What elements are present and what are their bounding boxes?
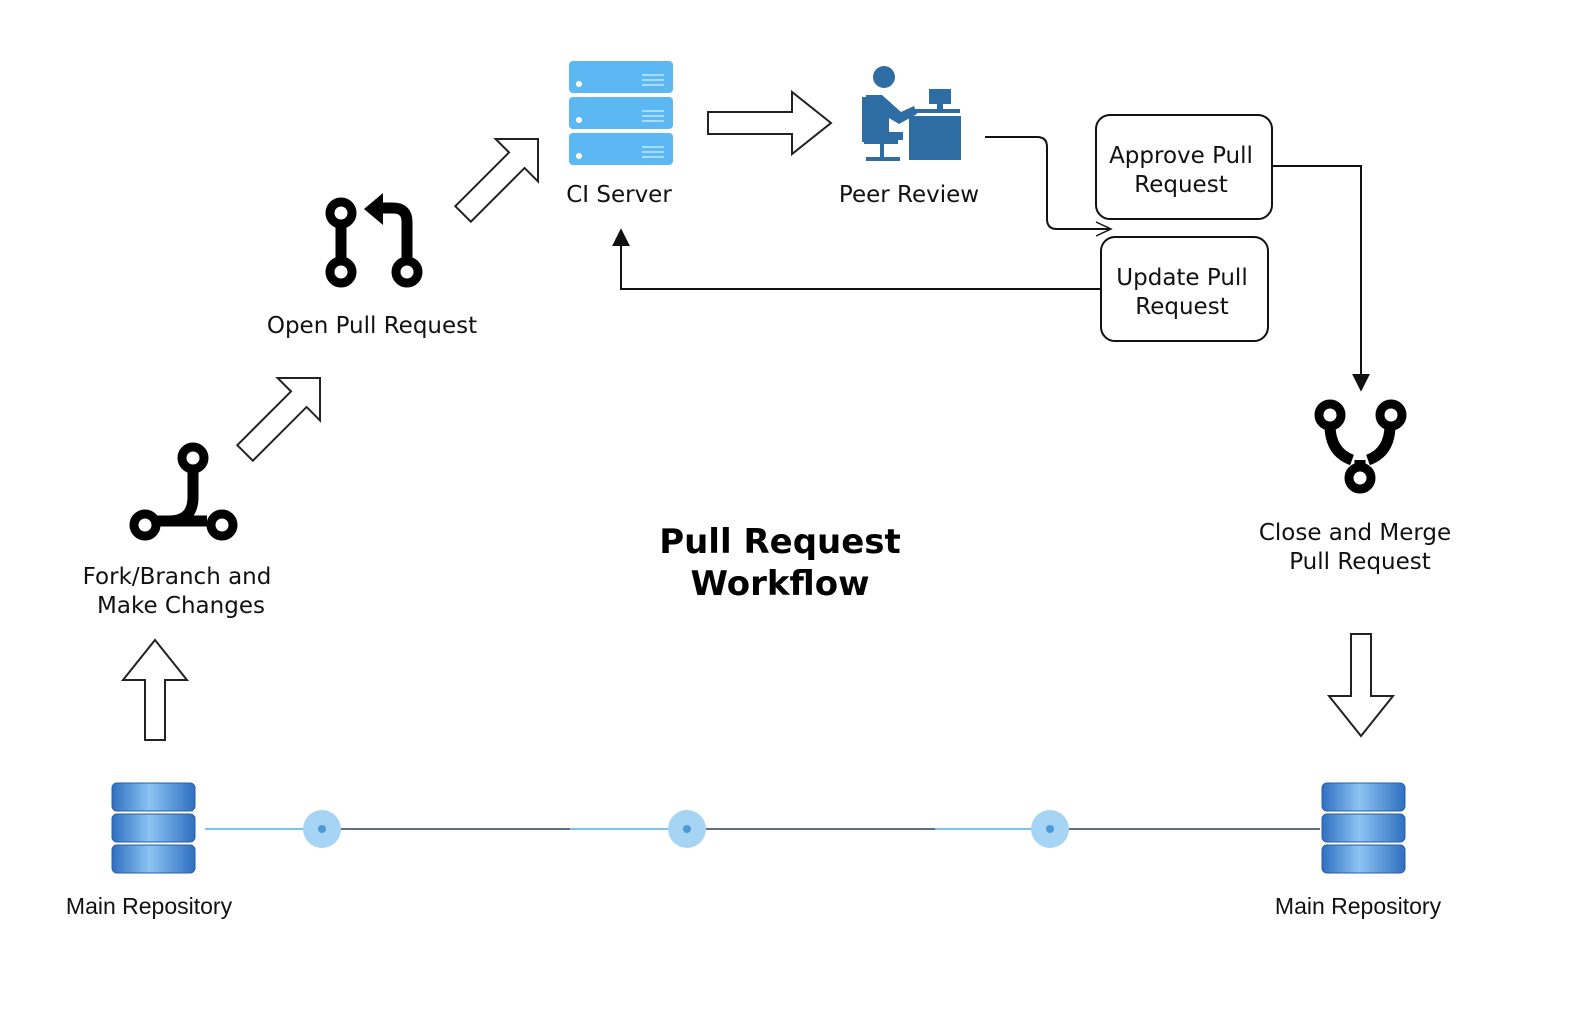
- update-pull-request-label-line-1: Update Pull: [1116, 265, 1247, 291]
- diagonal-arrow-hollow: [453, 137, 540, 224]
- git-pull-request-icon: [325, 193, 423, 288]
- approve-pull-request-box: Approve Pull Request: [1095, 114, 1273, 220]
- ci-server-label: CI Server: [566, 182, 672, 208]
- commit-dot: [668, 810, 706, 848]
- update-pull-request-box: Update Pull Request: [1100, 236, 1269, 342]
- peer-review-label: Peer Review: [839, 182, 979, 208]
- commit-timeline: [205, 810, 1320, 848]
- update-to-ci-connector: [612, 228, 1101, 290]
- right-arrow-hollow: [707, 89, 833, 157]
- main-repository-right-label: Main Repository: [1275, 893, 1442, 919]
- git-branch-icon: [129, 442, 238, 541]
- fork-branch-node: Fork/Branch and Make Changes: [83, 442, 272, 619]
- person-at-desk-icon: [862, 66, 961, 161]
- close-merge-label-line-2: Pull Request: [1289, 549, 1431, 575]
- fork-branch-label-line-1: Fork/Branch and: [83, 564, 272, 590]
- database-icon: [111, 782, 196, 874]
- commit-dot: [1031, 810, 1069, 848]
- peer-review-node: Peer Review: [839, 66, 979, 208]
- main-repository-right-node: Main Repository: [1275, 782, 1442, 919]
- approve-pull-request-label-line-2: Request: [1134, 172, 1227, 198]
- diagram-title-line-2: Workflow: [691, 564, 870, 604]
- git-merge-icon: [1314, 399, 1407, 494]
- ci-server-node: CI Server: [566, 61, 673, 208]
- open-pull-request-label: Open Pull Request: [267, 313, 477, 339]
- open-pull-request-node: Open Pull Request: [267, 193, 477, 339]
- database-icon: [1321, 782, 1406, 874]
- main-repository-left-label: Main Repository: [66, 893, 233, 919]
- update-pull-request-label-line-2: Request: [1135, 294, 1228, 320]
- server-icon: [569, 61, 673, 165]
- up-arrow-hollow: [120, 638, 190, 741]
- commit-dot: [303, 810, 341, 848]
- close-merge-label-line-1: Close and Merge: [1259, 520, 1451, 546]
- main-repository-left-node: Main Repository: [66, 782, 233, 919]
- close-merge-node: Close and Merge Pull Request: [1259, 399, 1451, 575]
- approve-to-merge-connector: [1272, 165, 1370, 392]
- diagram-title-line-1: Pull Request: [659, 522, 901, 562]
- review-feedback-connector: [985, 136, 1110, 230]
- approve-pull-request-label-line-1: Approve Pull: [1109, 143, 1253, 169]
- fork-branch-label-line-2: Make Changes: [97, 593, 265, 619]
- diagonal-arrow-hollow: [235, 376, 322, 463]
- down-arrow-hollow: [1326, 633, 1396, 738]
